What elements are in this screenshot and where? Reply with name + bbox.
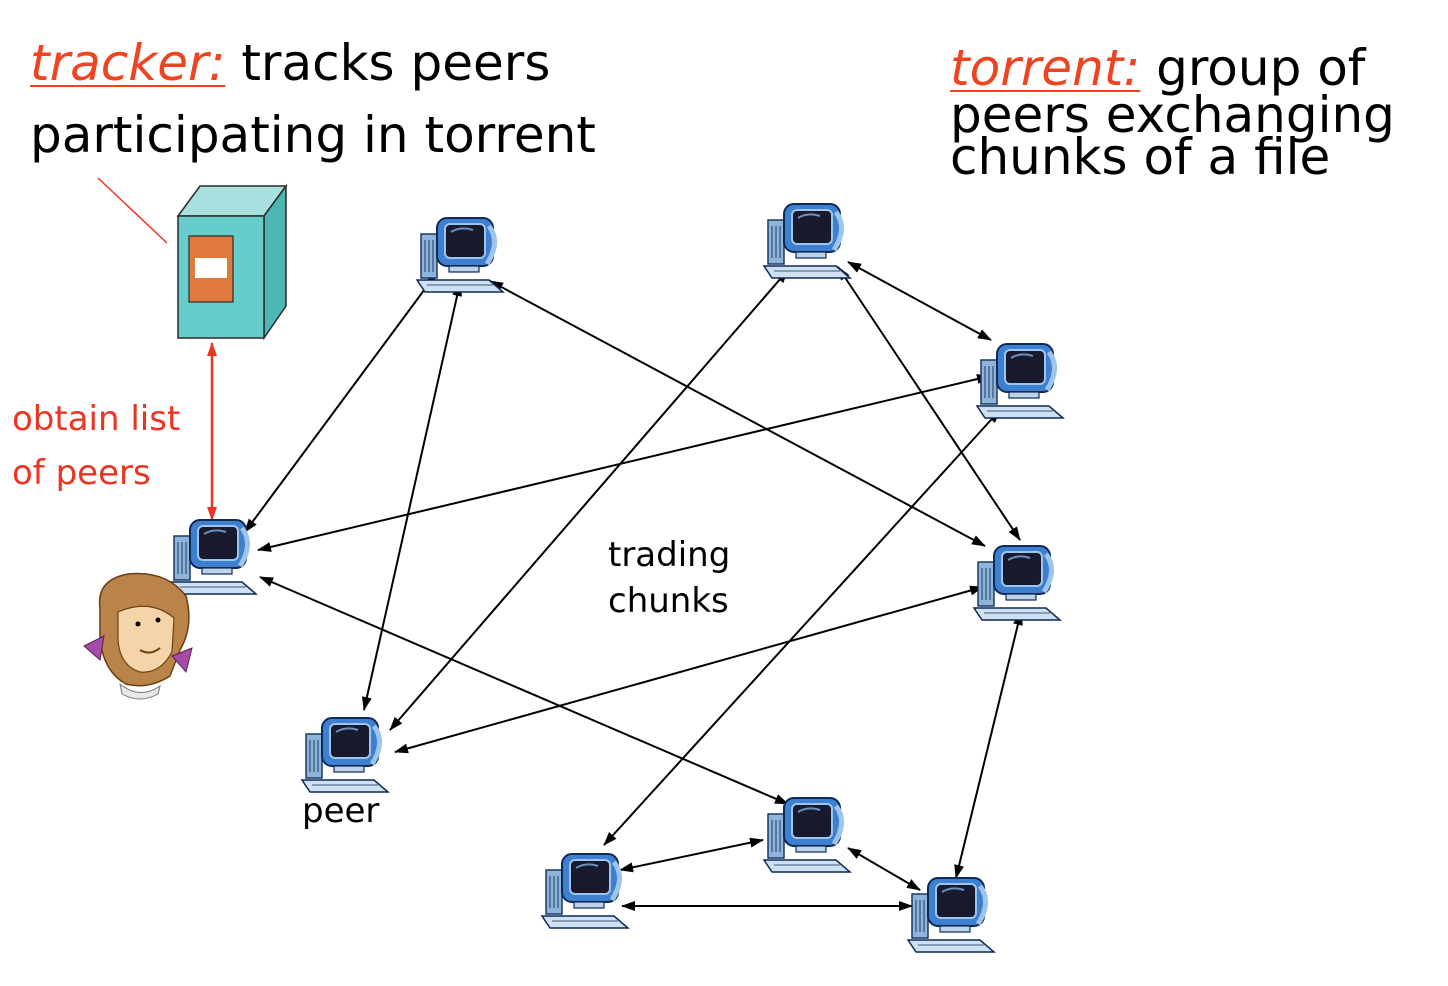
user-face-icon (83, 572, 193, 700)
peer-computer-icon (764, 204, 850, 278)
peer-computer-icon (417, 218, 503, 292)
peer-computer-icon (170, 520, 256, 594)
tracker-def-line2: participating in torrent (30, 106, 596, 164)
torrent-definition: torrent: group of peers exchanging chunk… (950, 40, 1395, 186)
link (619, 837, 764, 873)
tracker-server-icon (176, 183, 288, 341)
torrent-def-line3: chunks of a file (950, 128, 1331, 186)
obtain-peers-label: obtain list of peers (12, 392, 180, 500)
link (847, 261, 992, 341)
obtain-label-line2: of peers (12, 453, 151, 493)
peer-computer-icon (974, 546, 1060, 620)
tracker-definition: tracker: tracks peers participating in t… (30, 34, 596, 164)
link (603, 409, 1001, 846)
tracker-pointer-line (97, 177, 168, 244)
peer-computer-icon (302, 718, 388, 792)
link (847, 847, 921, 891)
link (361, 282, 463, 711)
peer-links (244, 261, 1023, 911)
link (389, 269, 789, 731)
peer-computer-icon (764, 798, 850, 872)
tracker-def-rest: tracks peers (225, 34, 551, 92)
torrent-def-line2: peers exchanging (950, 86, 1395, 144)
link (489, 280, 986, 547)
link (954, 611, 1023, 879)
torrent-def-rest: group of (1140, 39, 1366, 97)
torrent-def-line1: torrent: group of (950, 40, 1395, 96)
trading-label-line2: chunks (608, 581, 729, 621)
tracker-def-line1: tracker: tracks peers (30, 34, 596, 92)
link (259, 576, 789, 805)
peer-computer-icon (542, 854, 628, 928)
peer-label: peer (302, 791, 380, 831)
obtain-label-line1: obtain list (12, 399, 181, 439)
trading-label-line1: trading (608, 535, 731, 575)
peer-computer-icon (977, 344, 1063, 418)
tracker-term: tracker: (30, 34, 226, 92)
link (257, 374, 991, 552)
torrent-term: torrent: (950, 39, 1141, 97)
trading-chunks-label: trading chunks (608, 532, 730, 624)
peer-computer-icon (908, 878, 994, 952)
